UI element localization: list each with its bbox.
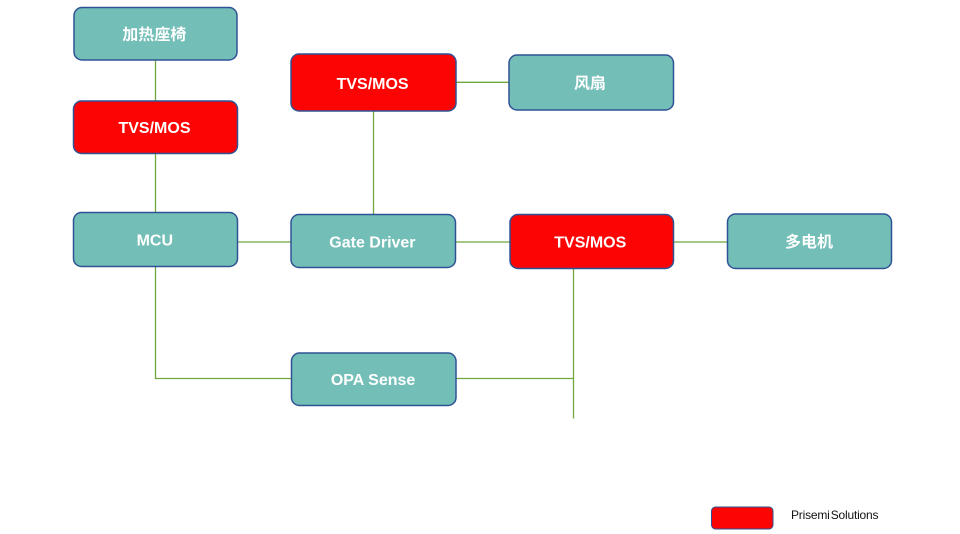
svg-text:MCU: MCU xyxy=(137,232,173,249)
svg-text:TVS/MOS: TVS/MOS xyxy=(337,76,409,93)
svg-text:Gate Driver: Gate Driver xyxy=(329,235,415,252)
svg-text:TVS/MOS: TVS/MOS xyxy=(118,120,190,137)
svg-text:TVS/MOS: TVS/MOS xyxy=(554,234,626,251)
svg-text:Prisemi Solutions: Prisemi Solutions xyxy=(791,508,879,522)
svg-text:OPA Sense: OPA Sense xyxy=(331,372,416,389)
